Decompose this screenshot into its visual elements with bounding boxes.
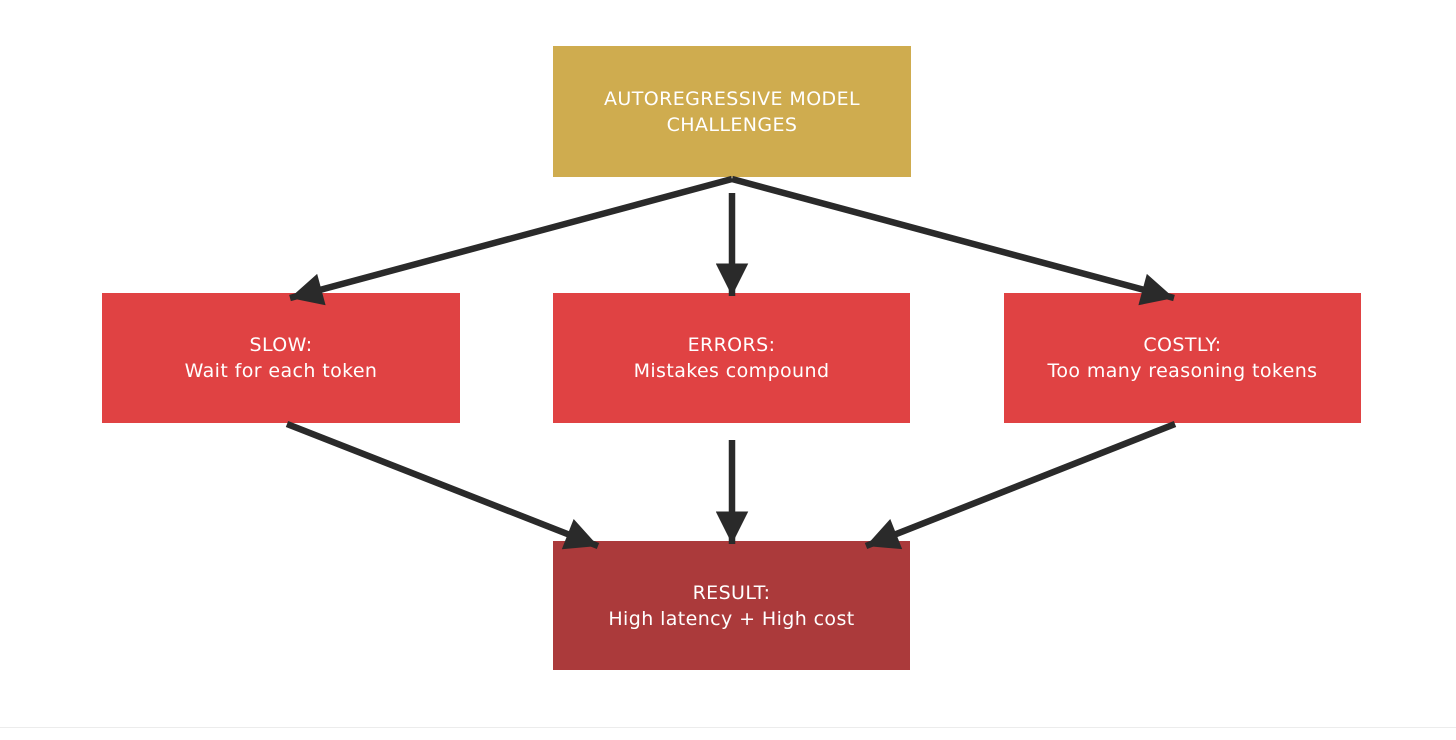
node-detail: Wait for each token [184, 360, 378, 382]
node-errors: ERRORS: Mistakes compound [553, 293, 910, 423]
node-heading: ERRORS: [687, 334, 776, 356]
node-detail: High latency + High cost [608, 607, 855, 630]
node-heading: SLOW: [249, 334, 313, 356]
node-autoregressive-model-challenges: AUTOREGRESSIVE MODEL CHALLENGES [553, 46, 911, 177]
node-heading: RESULT: [692, 581, 771, 604]
node-title-line: CHALLENGES [666, 113, 798, 136]
node-result: RESULT: High latency + High cost [553, 541, 910, 670]
node-title-line: AUTOREGRESSIVE MODEL [604, 87, 860, 110]
arrow-challenges-to-costly [731, 175, 1175, 306]
arrow-slow-to-result [285, 420, 600, 550]
node-heading: COSTLY: [1143, 334, 1222, 356]
arrow-challenges-to-slow [289, 175, 733, 306]
node-detail: Mistakes compound [633, 360, 830, 382]
arrow-costly-to-result [864, 420, 1177, 550]
node-detail: Too many reasoning tokens [1047, 360, 1318, 382]
bottom-divider [0, 727, 1456, 728]
node-costly: COSTLY: Too many reasoning tokens [1004, 293, 1361, 423]
node-slow: SLOW: Wait for each token [102, 293, 460, 423]
